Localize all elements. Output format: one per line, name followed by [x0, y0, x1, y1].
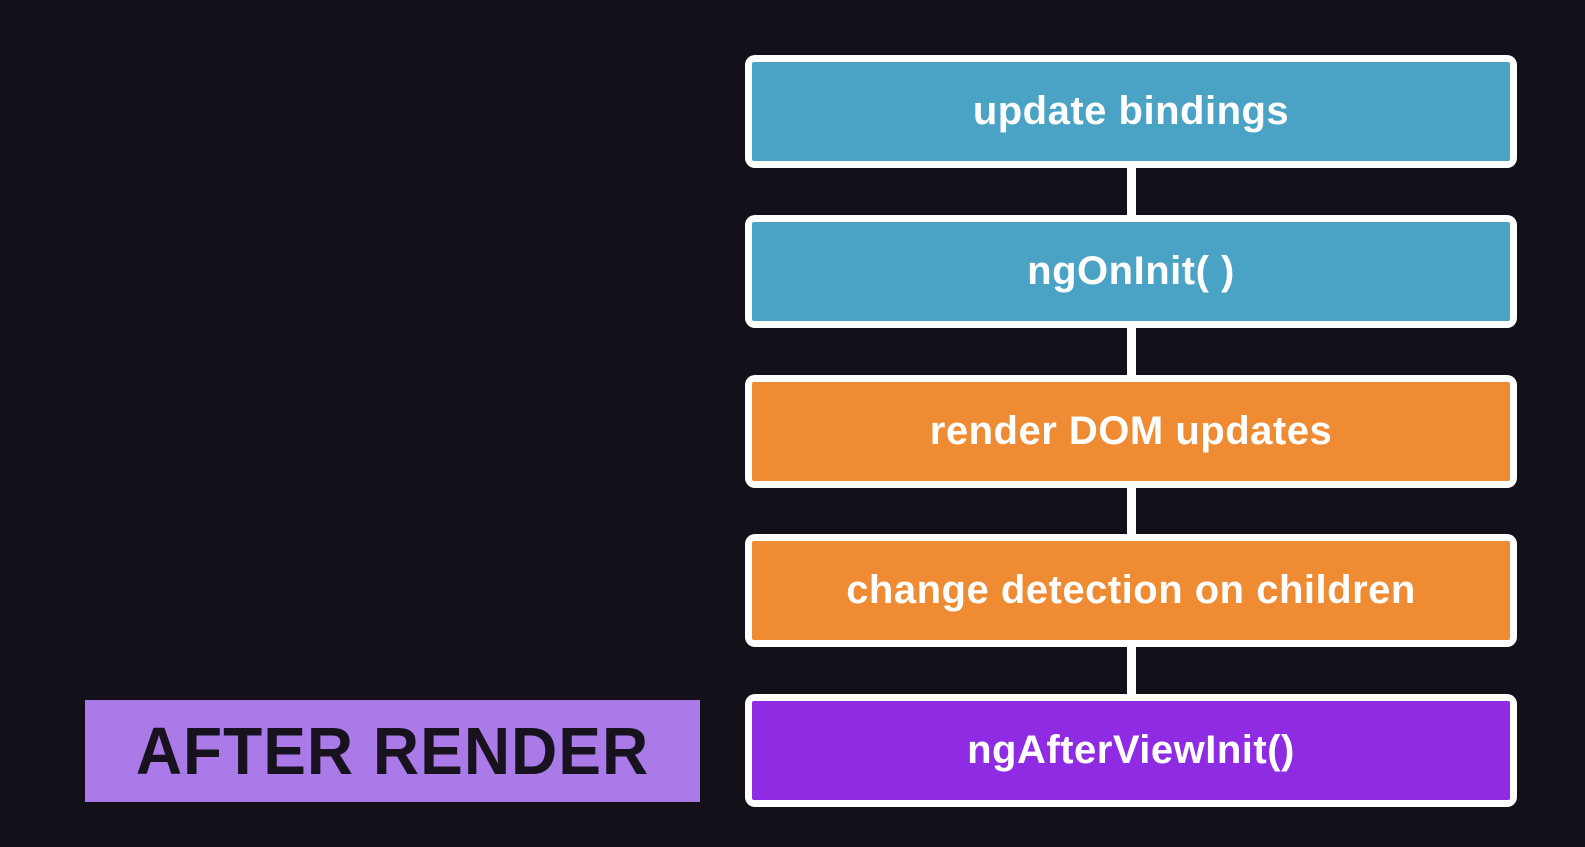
flow-node-render-dom-updates: render DOM updates	[745, 374, 1517, 488]
flow-node-update-bindings: update bindings	[745, 55, 1517, 168]
flow-chart: update bindings ngOnInit( ) render DOM u…	[745, 55, 1517, 807]
after-render-label: AFTER RENDER	[85, 700, 700, 802]
flow-node-label: render DOM updates	[752, 381, 1510, 481]
flow-node-label: ngOnInit( )	[752, 221, 1510, 321]
connector-line	[1126, 327, 1136, 375]
flow-node-ngoninit: ngOnInit( )	[745, 214, 1517, 328]
flow-node-label: ngAfterViewInit()	[752, 701, 1510, 800]
flow-node-label: update bindings	[752, 62, 1510, 161]
connector-line	[1126, 647, 1136, 694]
flow-node-label: change detection on children	[752, 541, 1510, 641]
connector-line	[1126, 168, 1136, 215]
connector-line	[1126, 487, 1136, 535]
flow-node-change-detection-on-children: change detection on children	[745, 534, 1517, 648]
flow-node-ngafterviewinit: ngAfterViewInit()	[745, 694, 1517, 807]
